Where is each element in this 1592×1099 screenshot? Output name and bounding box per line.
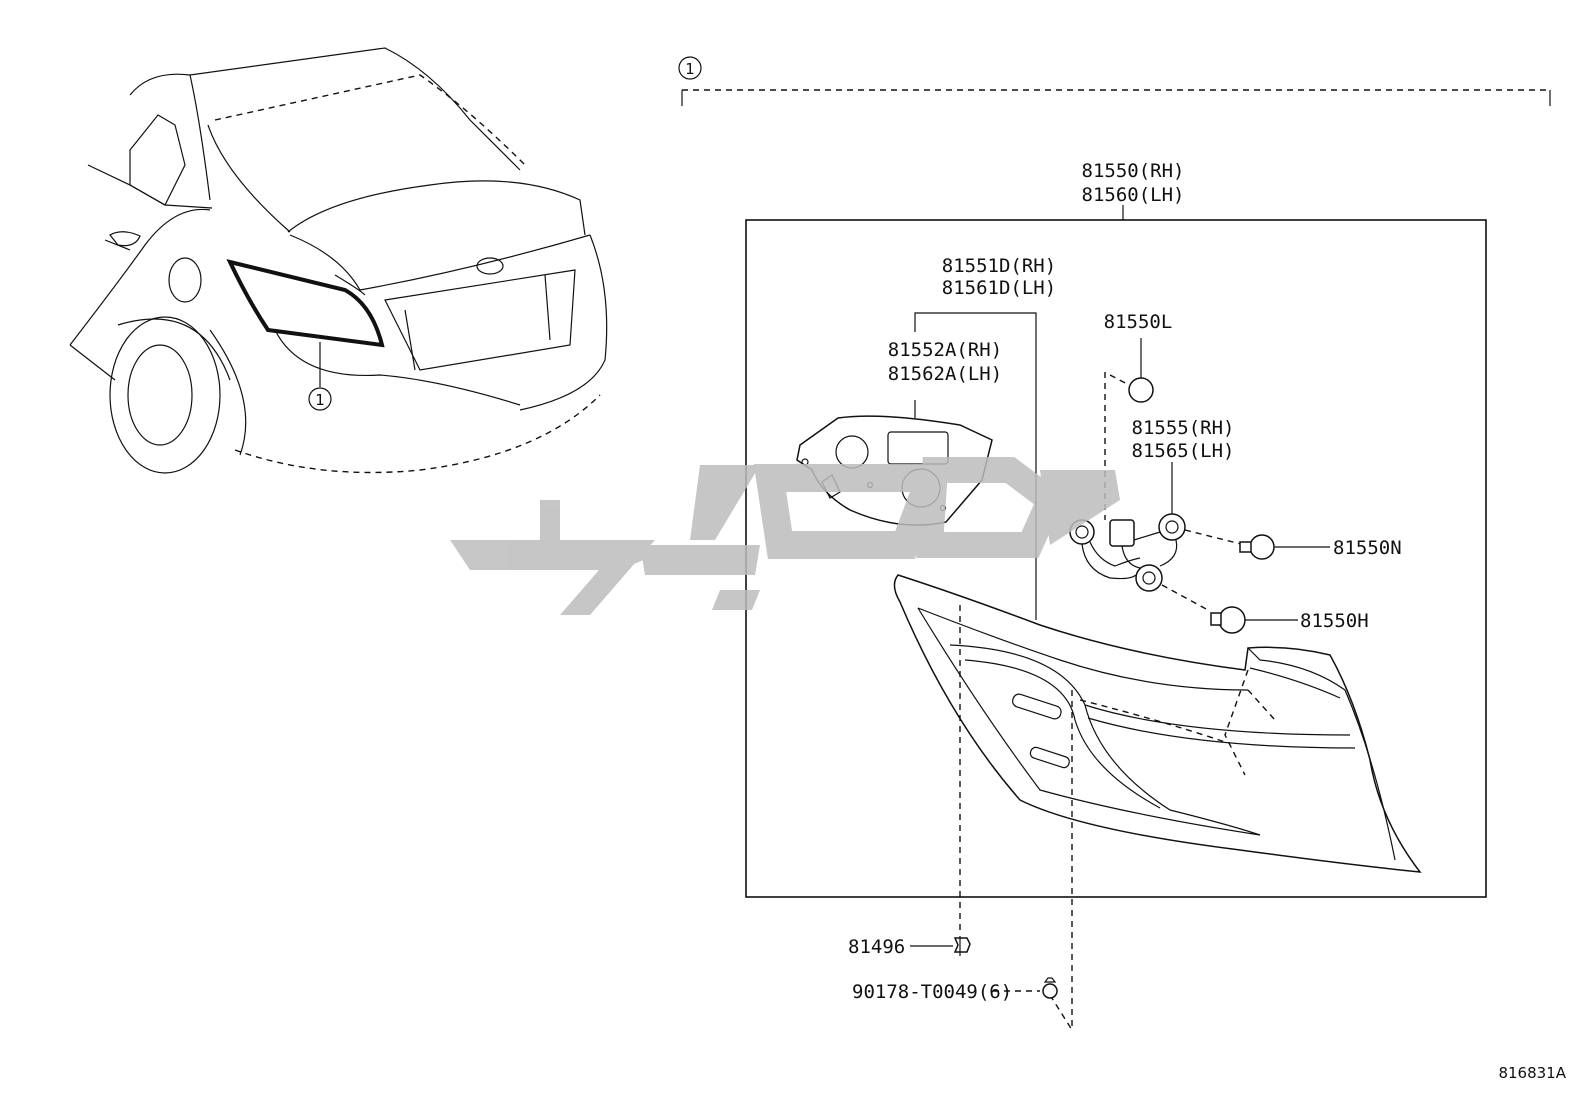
bulb-81550n xyxy=(1249,534,1275,560)
label-81560-lh: 81560(LH) xyxy=(1082,184,1185,206)
callout-marker-car xyxy=(308,387,332,411)
screw-90178 xyxy=(1042,977,1058,999)
label-81551d-rh: 81551D(RH) xyxy=(942,255,1056,277)
callout-number-bracket: 1 xyxy=(685,60,695,78)
label-81550h: 81550H xyxy=(1300,610,1369,632)
label-90178: 90178-T0049(6) xyxy=(852,981,1012,1003)
car-rear-illustration xyxy=(69,47,608,474)
tail-lamp-highlight xyxy=(226,259,385,348)
clip-81496 xyxy=(953,936,971,956)
label-81496: 81496 xyxy=(848,936,905,958)
label-81550n: 81550N xyxy=(1333,537,1402,559)
socket-wire-harness xyxy=(1069,513,1186,592)
label-81565-lh: 81565(LH) xyxy=(1132,440,1235,462)
watermark-logo xyxy=(450,457,1120,615)
label-81561d-lh: 81561D(LH) xyxy=(942,277,1056,299)
bulb-81550h xyxy=(1218,606,1246,634)
callout-number-car: 1 xyxy=(315,391,325,409)
label-81550l: 81550L xyxy=(1104,311,1173,333)
label-81562a-lh: 81562A(LH) xyxy=(888,363,1002,385)
bulb-81550l xyxy=(1128,377,1154,403)
callout-marker-bracket xyxy=(678,56,702,80)
diagram-id: 816831A xyxy=(1498,1064,1566,1082)
label-81555-rh: 81555(RH) xyxy=(1132,417,1235,439)
label-81552a-rh: 81552A(RH) xyxy=(888,339,1002,361)
label-81550-rh: 81550(RH) xyxy=(1082,160,1185,182)
tail-lamp-lens xyxy=(893,574,1422,873)
